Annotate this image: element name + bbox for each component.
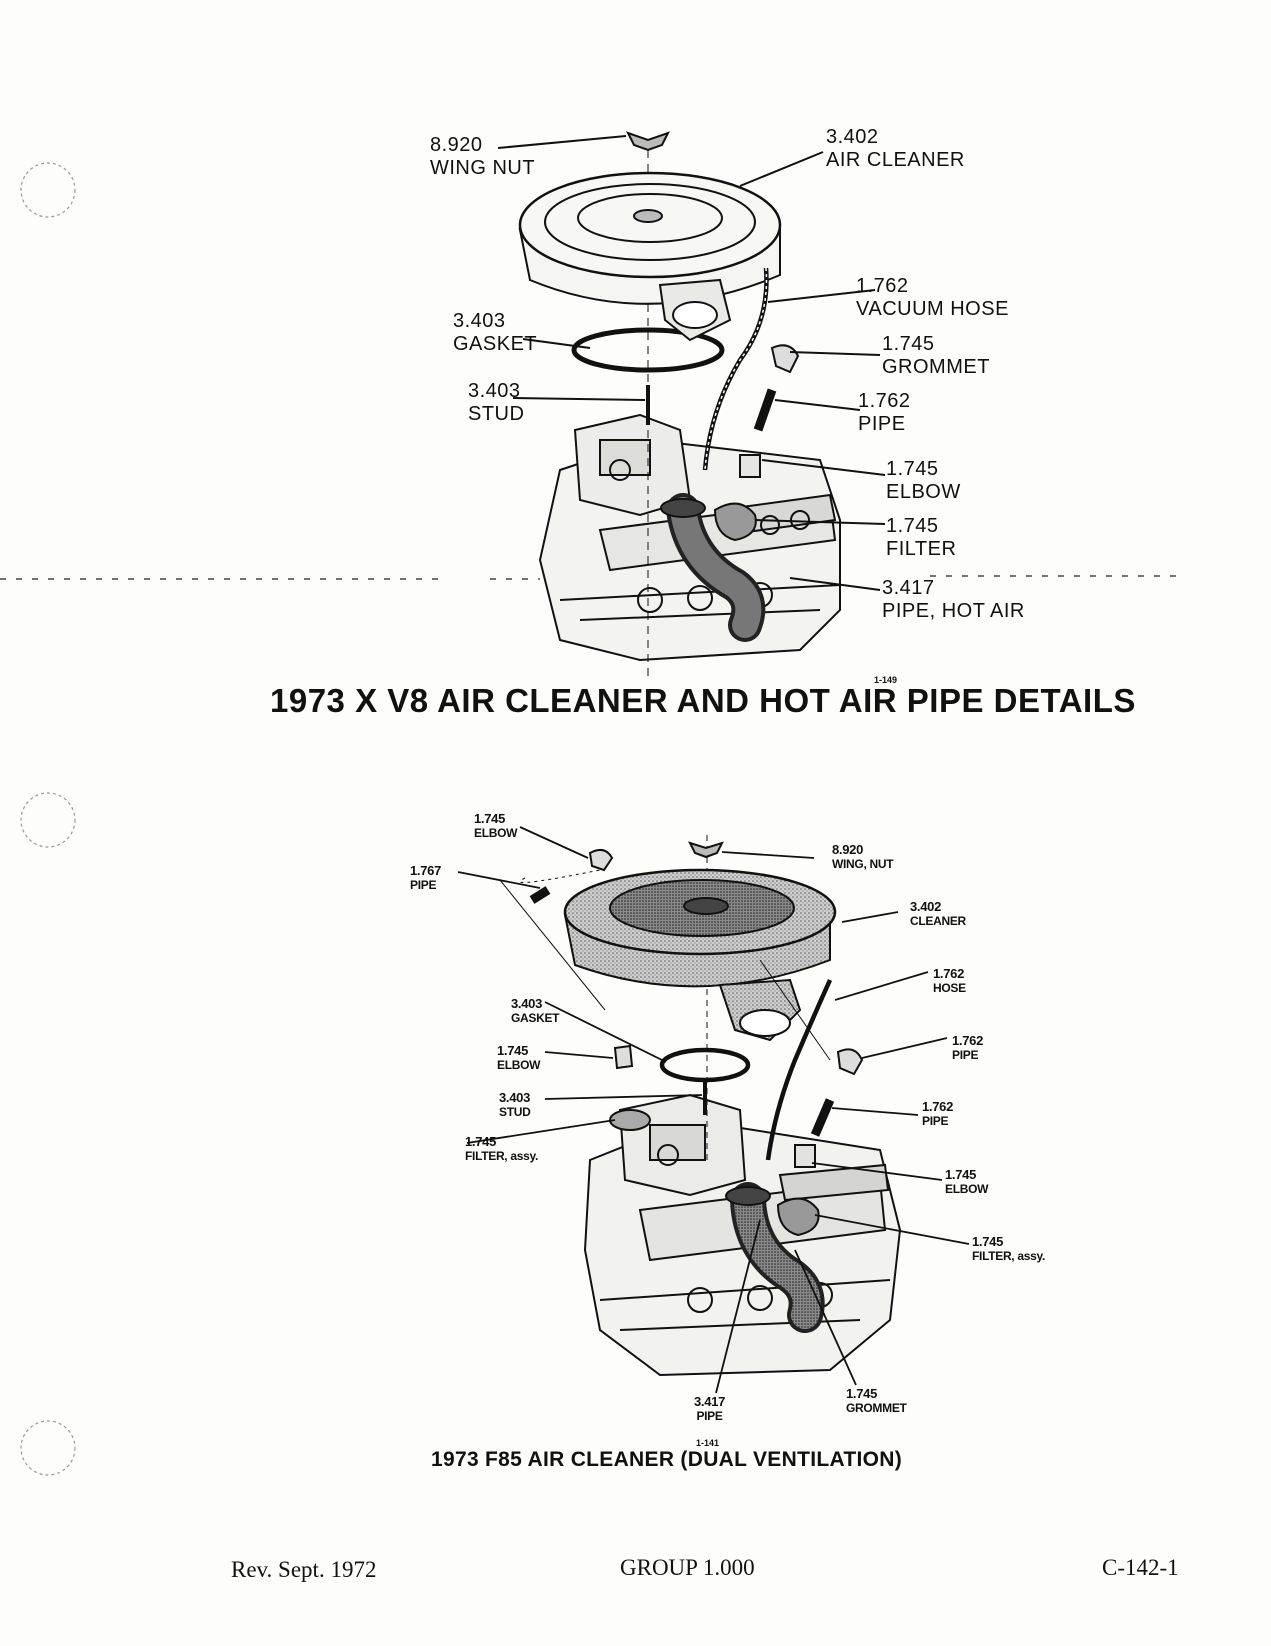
- callout-hose: 1.762 HOSE: [933, 966, 966, 996]
- part-name: ELBOW: [497, 1057, 541, 1072]
- callout-pipe: 1.762 PIPE: [858, 390, 911, 436]
- part-name: AIR CLEANER: [826, 149, 965, 171]
- figure-1-leaders: [497, 135, 886, 591]
- part-name: FILTER, assy.: [972, 1248, 1046, 1263]
- part-number: 1.762: [952, 1033, 984, 1048]
- callout-grommet: 1.745 GROMMET: [882, 333, 990, 379]
- part-number: 1.745: [497, 1043, 529, 1058]
- callout-gasket: 3.403 GASKET: [453, 310, 537, 356]
- part-number: 1.762: [933, 966, 965, 981]
- part-number: 1.762: [856, 275, 909, 297]
- callout-wing-nut: 8.920 WING, NUT: [832, 842, 894, 872]
- callout-air-cleaner: 3.402 AIR CLEANER: [826, 126, 965, 172]
- part-number: 3.402: [910, 899, 942, 914]
- part-number: 1.762: [858, 390, 911, 412]
- part-name: PIPE: [696, 1408, 723, 1423]
- part-number: 3.417: [882, 577, 935, 599]
- part-number: 1.745: [972, 1234, 1004, 1249]
- callout-elbow: 1.745 ELBOW: [886, 458, 961, 504]
- callout-stud: 3.403 STUD: [499, 1090, 531, 1120]
- part-name: FILTER: [886, 538, 957, 560]
- part-name: PIPE: [410, 877, 437, 892]
- part-name: ELBOW: [886, 481, 961, 503]
- callout-pipe-right: 1.762 PIPE: [922, 1099, 954, 1129]
- part-number: 1.745: [886, 515, 939, 537]
- figure-1-illustration: [518, 131, 841, 680]
- figure-1-number: 1-149: [874, 675, 898, 685]
- figure-2-illustration: [499, 835, 902, 1377]
- part-number: 3.403: [453, 310, 506, 332]
- callout-pipe-upper-right: 1.762 PIPE: [952, 1033, 984, 1063]
- part-name: HOSE: [933, 980, 966, 995]
- figure-1-caption: 1973 X V8 AIR CLEANER AND HOT AIR PIPE D…: [270, 682, 1136, 719]
- callout-filter-assy-right: 1.745 FILTER, assy.: [972, 1234, 1046, 1264]
- part-name: WING NUT: [430, 157, 536, 179]
- part-name: WING, NUT: [832, 856, 894, 871]
- footer-page-id: C-142-1: [1102, 1555, 1179, 1580]
- part-name: STUD: [468, 403, 525, 425]
- part-number: 8.920: [430, 134, 483, 156]
- part-name: GROMMET: [882, 356, 990, 378]
- part-name: PIPE: [858, 413, 906, 435]
- part-name: ELBOW: [945, 1181, 989, 1196]
- figure-2-caption: 1973 F85 AIR CLEANER (DUAL VENTILATION): [431, 1448, 903, 1471]
- part-name: GASKET: [453, 333, 538, 355]
- callout-stud: 3.403 STUD: [468, 380, 524, 426]
- part-number: 1.745: [945, 1167, 977, 1182]
- part-name: STUD: [499, 1104, 531, 1119]
- fold-line: [0, 575, 1180, 580]
- callout-hot-air-pipe: 3.417 PIPE: [694, 1394, 726, 1424]
- callout-filter: 1.745 FILTER: [886, 515, 956, 561]
- part-number: 1.745: [474, 811, 506, 826]
- part-number: 3.403: [468, 380, 521, 402]
- part-number: 1.767: [410, 863, 442, 878]
- part-name: PIPE, HOT AIR: [882, 600, 1025, 622]
- part-number: 3.403: [511, 996, 543, 1011]
- callout-wing-nut: 8.920 WING NUT: [430, 134, 535, 180]
- callout-filter-assy-left: 1.745 FILTER, assy.: [465, 1134, 539, 1164]
- part-name: CLEANER: [910, 913, 966, 928]
- part-name: GASKET: [511, 1010, 560, 1025]
- callout-elbow-top: 1.745 ELBOW: [474, 811, 518, 841]
- callout-cleaner: 3.402 CLEANER: [910, 899, 966, 929]
- footer-group: GROUP 1.000: [620, 1555, 755, 1580]
- part-number: 1.762: [922, 1099, 954, 1114]
- callout-vacuum-hose: 1.762 VACUUM HOSE: [856, 275, 1009, 321]
- callout-pipe-left: 1.767 PIPE: [410, 863, 442, 893]
- part-number: 3.403: [499, 1090, 531, 1105]
- punch-holes: [20, 162, 76, 1476]
- callout-elbow-left: 1.745 ELBOW: [497, 1043, 541, 1073]
- part-name: PIPE: [922, 1113, 949, 1128]
- callout-elbow-right: 1.745 ELBOW: [945, 1167, 989, 1197]
- callout-hot-air-pipe: 3.417 PIPE, HOT AIR: [882, 577, 1025, 623]
- part-number: 3.417: [694, 1394, 726, 1409]
- part-name: ELBOW: [474, 825, 518, 840]
- part-number: 1.745: [465, 1134, 497, 1149]
- callout-grommet: 1.745 GROMMET: [846, 1386, 907, 1416]
- footer-revision: Rev. Sept. 1972: [231, 1557, 377, 1582]
- part-number: 1.745: [882, 333, 935, 355]
- part-number: 1.745: [846, 1386, 878, 1401]
- part-name: GROMMET: [846, 1400, 907, 1415]
- part-number: 8.920: [832, 842, 864, 857]
- part-name: PIPE: [952, 1047, 979, 1062]
- part-number: 3.402: [826, 126, 879, 148]
- part-name: FILTER, assy.: [465, 1148, 539, 1163]
- part-name: VACUUM HOSE: [856, 298, 1009, 320]
- callout-gasket: 3.403 GASKET: [511, 996, 560, 1026]
- part-number: 1.745: [886, 458, 939, 480]
- figure-2-leaders: [457, 826, 970, 1394]
- figure-2-number: 1-141: [696, 1438, 720, 1448]
